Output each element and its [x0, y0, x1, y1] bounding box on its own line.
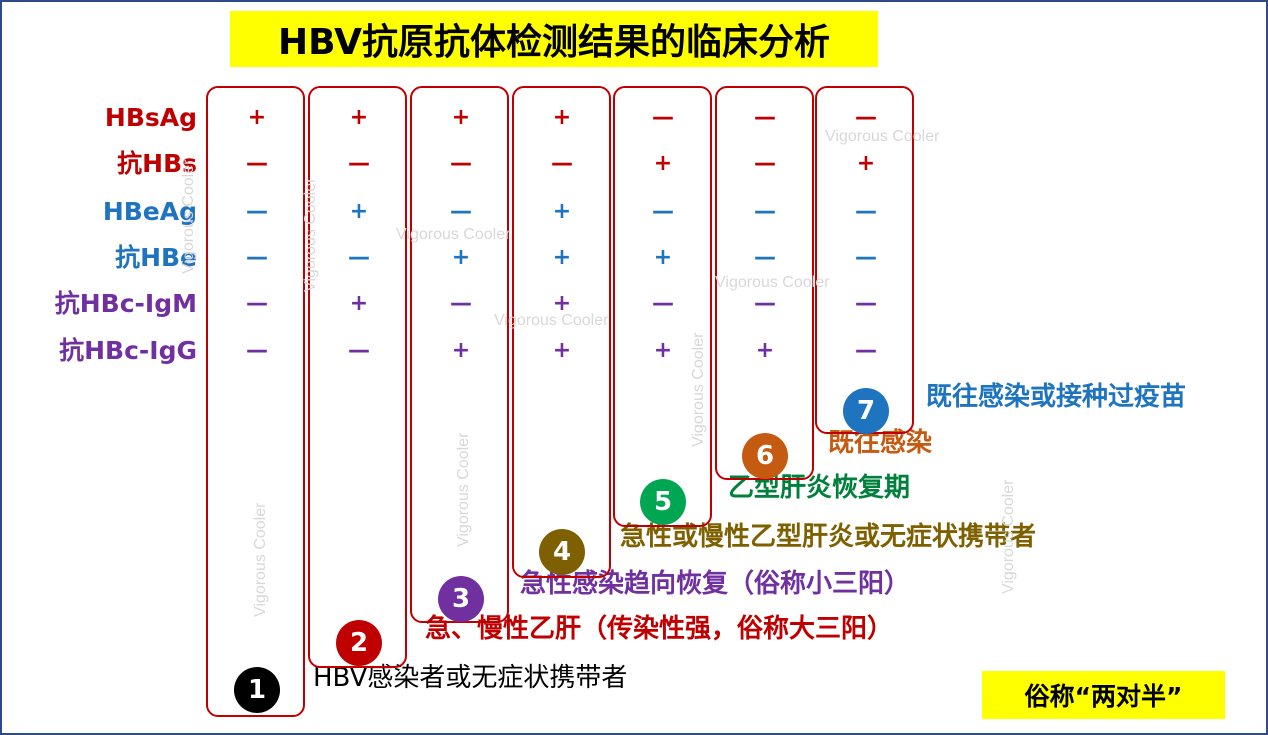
watermark-text: Vigorous Cooler	[180, 159, 197, 274]
result-sign: —	[348, 245, 370, 270]
page-title: HBV抗原抗体检测结果的临床分析	[230, 11, 878, 67]
result-sign: —	[855, 338, 877, 363]
result-sign: —	[652, 199, 674, 224]
pattern-number-badge: 3	[438, 576, 484, 622]
result-sign: —	[754, 151, 776, 176]
marker-label: 抗HBc-IgM	[54, 289, 197, 318]
result-column-box	[410, 86, 509, 623]
result-sign: +	[247, 105, 267, 130]
watermark-text: Vigorous Cooler	[825, 128, 940, 145]
result-sign: +	[552, 245, 572, 270]
result-sign: +	[451, 338, 471, 363]
result-sign: +	[552, 338, 572, 363]
nickname-banner: 俗称“两对半”	[982, 671, 1225, 719]
pattern-interpretation: 急性感染趋向恢复（俗称小三阳）	[520, 569, 911, 599]
marker-label: 抗HBe	[115, 243, 197, 272]
marker-label: 抗HBc-IgG	[59, 336, 197, 365]
pattern-number-badge: 1	[234, 667, 280, 713]
watermark-text: Vigorous Cooler	[690, 332, 707, 447]
pattern-interpretation: 既往感染或接种过疫苗	[926, 382, 1187, 412]
pattern-interpretation: HBV感染者或无症状携带者	[313, 663, 628, 693]
result-sign: +	[552, 199, 572, 224]
pattern-number-badge: 2	[336, 620, 382, 666]
pattern-interpretation: 急性或慢性乙型肝炎或无症状携带者	[620, 522, 1037, 552]
result-sign: —	[754, 291, 776, 316]
watermark-text: Vigorous Cooler	[494, 312, 609, 329]
result-sign: —	[551, 151, 573, 176]
result-column-box	[715, 86, 814, 480]
watermark-text: Vigorous Cooler	[1000, 479, 1017, 594]
pattern-number-badge: 5	[640, 479, 686, 525]
result-sign: —	[450, 151, 472, 176]
marker-label: HBeAg	[102, 197, 197, 226]
marker-label: HBsAg	[104, 103, 197, 132]
result-sign: —	[246, 245, 268, 270]
result-sign: +	[349, 105, 369, 130]
watermark-text: Vigorous Cooler	[252, 502, 269, 617]
watermark-text: Vigorous Cooler	[302, 177, 319, 292]
result-sign: +	[349, 199, 369, 224]
result-sign: +	[349, 291, 369, 316]
result-sign: —	[246, 151, 268, 176]
result-sign: +	[451, 105, 471, 130]
result-sign: —	[652, 105, 674, 130]
result-sign: +	[552, 291, 572, 316]
pattern-number-badge: 7	[843, 388, 889, 434]
result-sign: —	[652, 291, 674, 316]
result-sign: +	[552, 105, 572, 130]
result-sign: —	[348, 151, 370, 176]
result-column-box	[512, 86, 611, 578]
watermark-text: Vigorous Cooler	[715, 274, 830, 291]
result-column-box	[308, 86, 407, 668]
result-sign: +	[653, 245, 673, 270]
result-sign: —	[754, 199, 776, 224]
result-sign: —	[450, 199, 472, 224]
result-sign: +	[653, 338, 673, 363]
result-sign: —	[348, 338, 370, 363]
watermark-text: Vigorous Cooler	[396, 226, 511, 243]
result-sign: —	[246, 338, 268, 363]
watermark-text: Vigorous Cooler	[455, 432, 472, 547]
result-sign: —	[855, 291, 877, 316]
marker-label: 抗HBs	[117, 149, 197, 178]
result-column-box	[206, 86, 305, 717]
result-sign: +	[653, 151, 673, 176]
result-sign: —	[754, 245, 776, 270]
result-sign: +	[755, 338, 775, 363]
result-sign: —	[754, 105, 776, 130]
result-sign: —	[855, 199, 877, 224]
pattern-number-badge: 6	[742, 433, 788, 479]
pattern-number-badge: 4	[539, 529, 585, 575]
result-sign: —	[450, 291, 472, 316]
result-sign: —	[246, 291, 268, 316]
result-sign: —	[246, 199, 268, 224]
result-sign: —	[855, 105, 877, 130]
result-sign: —	[855, 245, 877, 270]
result-column-box	[613, 86, 712, 527]
result-sign: +	[856, 151, 876, 176]
result-sign: +	[451, 245, 471, 270]
